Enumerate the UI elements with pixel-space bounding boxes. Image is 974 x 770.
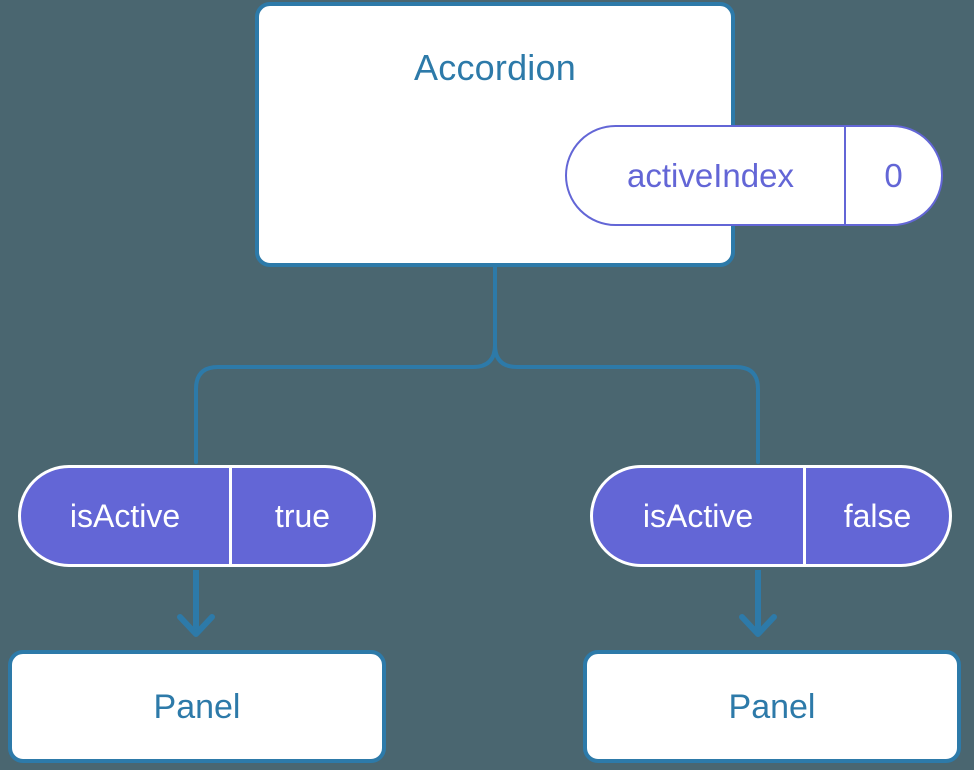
prop-pill-right-key: isActive — [593, 468, 806, 564]
state-pill-value: 0 — [884, 157, 903, 194]
state-pill-active-index[interactable]: activeIndex 0 — [565, 125, 943, 226]
edge-root-to-left-prop — [194, 265, 497, 464]
node-panel-left[interactable]: Panel — [8, 650, 386, 763]
prop-pill-right-value: false — [843, 498, 912, 534]
arrow-left-head-icon — [177, 614, 215, 637]
arrow-right-head-icon — [739, 614, 777, 637]
state-pill-key: activeIndex — [567, 127, 846, 224]
panel-left-title: Panel — [153, 687, 241, 726]
prop-pill-left-value: true — [274, 498, 331, 534]
prop-pill-left-key: isActive — [21, 468, 232, 564]
panel-right-title: Panel — [728, 687, 816, 726]
prop-pill-left-is-active[interactable]: isActive true — [18, 465, 376, 567]
node-accordion[interactable]: Accordion activeIndex 0 — [255, 2, 943, 267]
node-panel-right[interactable]: Panel — [583, 650, 961, 763]
edge-root-to-right-prop — [493, 265, 760, 464]
prop-pill-right-is-active[interactable]: isActive false — [590, 465, 952, 567]
accordion-title: Accordion — [414, 47, 576, 88]
